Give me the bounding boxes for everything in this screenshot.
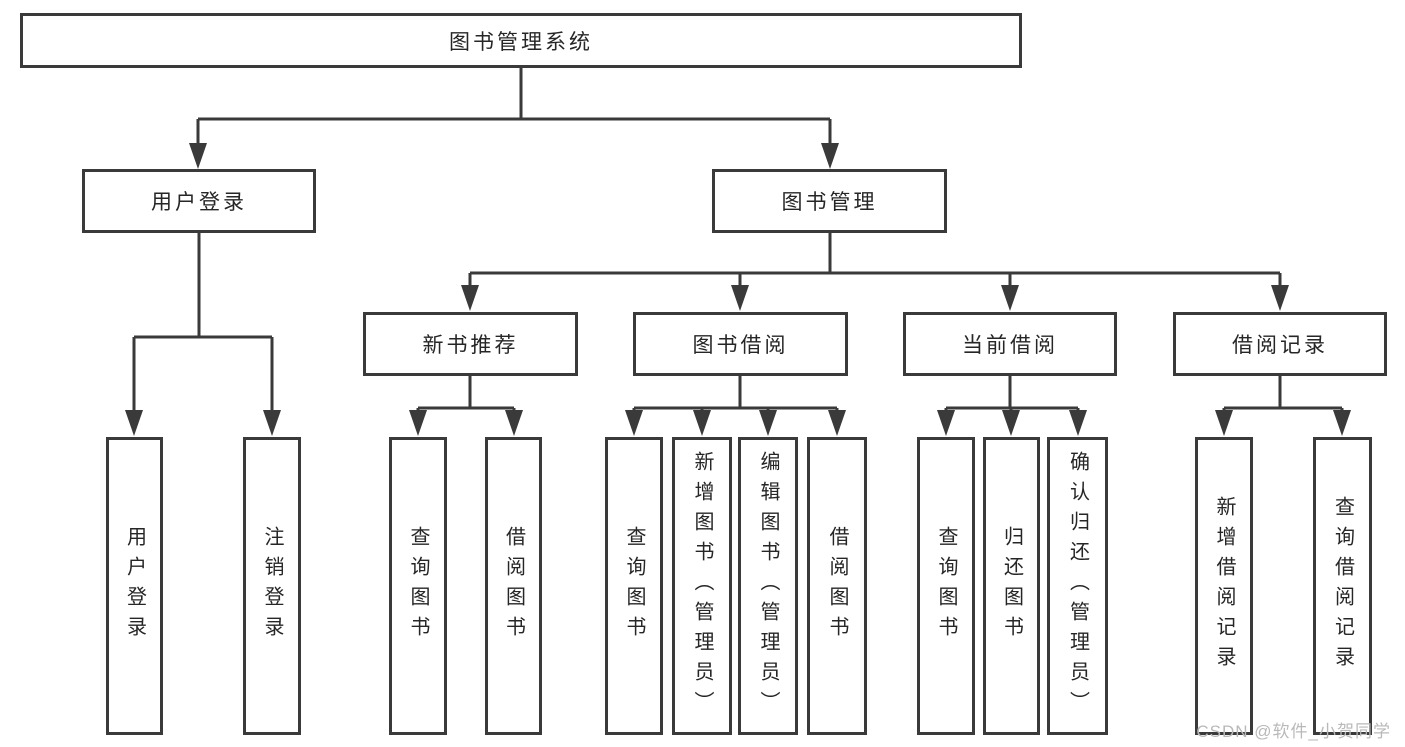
watermark: CSDN @软件_小贺同学	[1196, 722, 1391, 741]
leaf-cb-confirm-return-admin: 确认归还（管理员）	[1047, 437, 1108, 735]
leaf-cb-return-book: 归还图书	[983, 437, 1040, 735]
node-new-book-recommend: 新书推荐	[363, 312, 578, 376]
leaf-br-add-record: 新增借阅记录	[1195, 437, 1253, 735]
node-borrow-records: 借阅记录	[1173, 312, 1387, 376]
node-book-management: 图书管理	[712, 169, 947, 233]
connector-book-mgmt-children	[461, 233, 1289, 311]
connector-book-borrow-children	[625, 376, 846, 436]
leaf-bb-edit-book-admin: 编辑图书（管理员）	[738, 437, 798, 735]
connector-user-login-children	[125, 233, 281, 436]
node-current-borrow: 当前借阅	[903, 312, 1117, 376]
leaf-nb-query-book: 查询图书	[389, 437, 447, 735]
leaf-br-query-record: 查询借阅记录	[1313, 437, 1372, 735]
node-library-system: 图书管理系统	[20, 13, 1022, 68]
leaf-cb-query-book: 查询图书	[917, 437, 975, 735]
connector-borrow-record-children	[1215, 376, 1351, 436]
leaf-bb-borrow-book: 借阅图书	[807, 437, 867, 735]
leaf-bb-query-book: 查询图书	[605, 437, 663, 735]
connector-current-borrow-children	[937, 376, 1087, 436]
leaf-logout: 注销登录	[243, 437, 301, 735]
leaf-user-login: 用户登录	[106, 437, 163, 735]
connector-root-to-level2	[189, 68, 839, 169]
node-user-login: 用户登录	[82, 169, 316, 233]
connector-new-book-children	[409, 376, 523, 436]
leaf-nb-borrow-book: 借阅图书	[485, 437, 542, 735]
leaf-bb-add-book-admin: 新增图书（管理员）	[672, 437, 732, 735]
node-book-borrow: 图书借阅	[633, 312, 848, 376]
